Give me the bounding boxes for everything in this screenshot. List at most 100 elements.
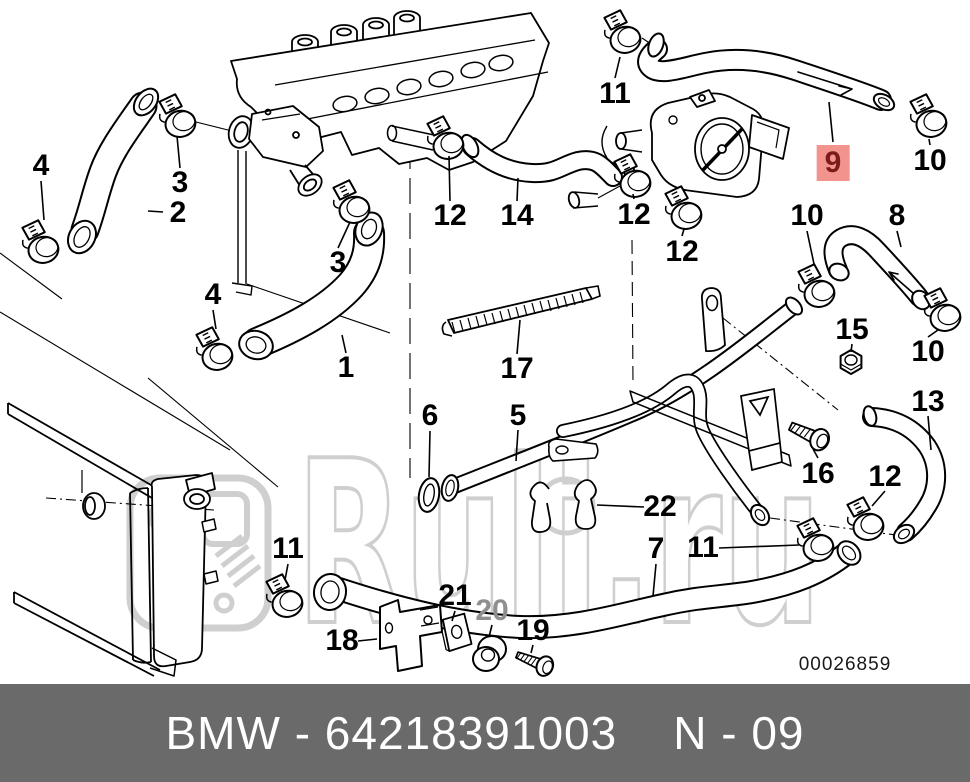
radiator xyxy=(7,402,219,677)
clamp-4-b xyxy=(191,323,236,375)
leader-line-3 xyxy=(337,221,351,249)
part-label-10: 10 xyxy=(911,335,945,368)
leader-line-21 xyxy=(451,610,456,622)
part-label-11: 11 xyxy=(599,77,631,110)
strap-17 xyxy=(441,285,601,337)
leader-line-2 xyxy=(147,210,164,213)
hoses xyxy=(67,32,947,640)
leader-line-4 xyxy=(212,309,217,330)
clip-22 xyxy=(529,479,597,533)
footer-part-number: BMW - 64218391003 xyxy=(165,707,618,759)
part-label-11: 11 xyxy=(687,531,719,564)
part-label-20: 20 xyxy=(475,594,509,627)
part-label-14: 14 xyxy=(500,199,534,232)
hardware xyxy=(379,349,863,677)
leader-line-5 xyxy=(515,429,519,462)
leader-line-8 xyxy=(896,230,902,248)
leader-line-12 xyxy=(871,490,886,507)
leader-line-12 xyxy=(632,193,635,200)
hose-2 xyxy=(67,87,160,255)
leader-line-4 xyxy=(40,180,45,221)
part-label-18: 18 xyxy=(325,624,359,657)
leader-line-14 xyxy=(516,177,519,202)
leader-line-20 xyxy=(488,624,493,638)
hose-8 xyxy=(823,225,931,311)
thermostat-housing xyxy=(227,105,324,197)
part-label-2: 2 xyxy=(169,196,187,229)
part-label-5: 5 xyxy=(509,399,527,432)
part-label-12: 12 xyxy=(617,198,651,231)
engine-hose-stub xyxy=(386,124,435,151)
part-label-3: 3 xyxy=(329,246,347,279)
part-label-7: 7 xyxy=(647,532,665,565)
leader-line-11 xyxy=(284,563,289,581)
leader-line-9 xyxy=(828,101,834,143)
part-label-12: 12 xyxy=(433,199,467,232)
leader-line-19 xyxy=(530,644,534,654)
leader-line-6 xyxy=(428,430,431,478)
part-label-15: 15 xyxy=(835,313,869,346)
bracket-18 xyxy=(379,599,443,672)
screw-19 xyxy=(514,651,555,677)
part-label-4: 4 xyxy=(32,149,50,182)
throttle-body xyxy=(567,89,790,209)
bolt-16 xyxy=(788,421,831,452)
leader-line-18 xyxy=(357,638,378,642)
flow-arrow-8 xyxy=(888,271,914,294)
part-label-22: 22 xyxy=(643,490,677,523)
clamp-3-a xyxy=(154,90,199,142)
part-label-21: 21 xyxy=(438,579,472,612)
part-label-10: 10 xyxy=(913,144,947,177)
hose-9 xyxy=(637,32,896,112)
clamp-10-a xyxy=(905,90,950,142)
hose-1 xyxy=(238,211,386,361)
leader-line-7 xyxy=(652,563,657,597)
hose-14 xyxy=(460,133,623,187)
clamp-11-a xyxy=(599,6,644,58)
engine-rail-ports xyxy=(332,54,514,113)
part-label-12: 12 xyxy=(665,235,699,268)
clamp-4-a xyxy=(17,216,62,268)
part-label-8: 8 xyxy=(888,199,906,232)
part-label-17: 17 xyxy=(500,352,534,385)
part-label-19: 19 xyxy=(516,614,550,647)
leader-line-1 xyxy=(341,334,347,354)
pipe-bracket xyxy=(740,387,783,472)
leader-line-10 xyxy=(806,230,815,265)
leader-line-11 xyxy=(718,544,800,549)
footer-code: N - 09 xyxy=(673,707,805,759)
part-label-10: 10 xyxy=(790,199,824,232)
leader-line-10 xyxy=(927,329,939,338)
leader-line-11 xyxy=(614,56,621,79)
leader-line-13 xyxy=(927,415,932,451)
support-strap xyxy=(629,390,792,467)
pipe-assembly-5 xyxy=(440,287,804,527)
part-label-12: 12 xyxy=(868,460,902,493)
part-label-11: 11 xyxy=(272,532,304,565)
footer-bar: BMW - 64218391003 N - 09 xyxy=(0,684,970,782)
flow-arrow-9 xyxy=(797,71,853,96)
part-label-9: 9 xyxy=(816,145,850,181)
parts-diagram-canvas: Ruli.ru xyxy=(0,6,964,678)
part-label-1: 1 xyxy=(337,351,355,384)
leader-line-3 xyxy=(176,135,181,169)
engine-block xyxy=(227,10,550,296)
part-label-4: 4 xyxy=(204,278,222,311)
leader-line-16 xyxy=(812,448,819,459)
leader-line-12 xyxy=(448,155,451,202)
mounting-tab xyxy=(701,287,726,353)
grommet-20 xyxy=(472,635,507,672)
part-label-13: 13 xyxy=(911,385,945,418)
hose-13 xyxy=(862,405,947,545)
leader-line-17 xyxy=(516,319,521,355)
pipe-tab xyxy=(547,438,599,462)
leader-line-12 xyxy=(681,228,685,237)
leader-line-15 xyxy=(850,343,853,353)
part-label-3: 3 xyxy=(171,166,189,199)
leader-line-22 xyxy=(596,504,645,508)
leader-lines xyxy=(40,56,939,654)
part-label-6: 6 xyxy=(421,399,439,432)
clamp-3-b xyxy=(328,176,373,228)
part-label-16: 16 xyxy=(801,457,835,490)
